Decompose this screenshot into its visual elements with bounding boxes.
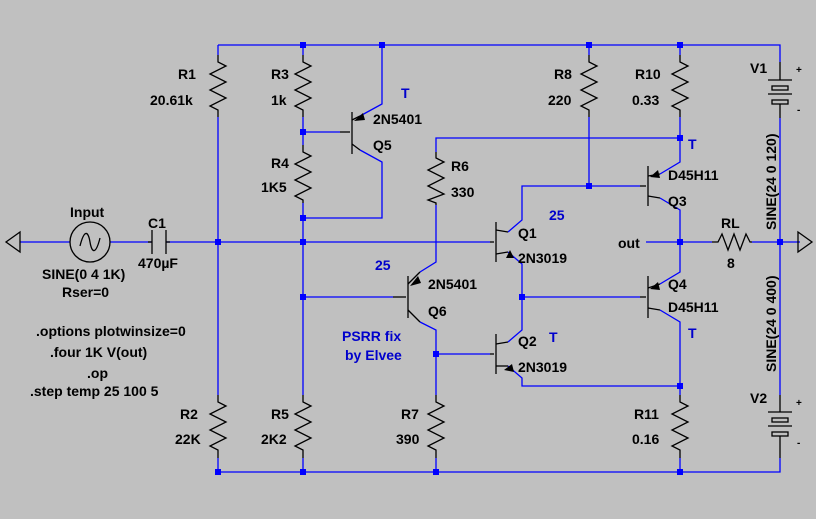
- transistor-q6: [393, 271, 421, 323]
- q2-temp: T: [549, 329, 558, 345]
- directive-op: .op: [87, 365, 108, 381]
- c1-value: 470µF: [138, 255, 178, 271]
- net-label-out: out: [618, 235, 640, 251]
- directive-step: .step temp 25 100 5: [30, 383, 159, 399]
- resistor-r7: [426, 395, 446, 458]
- r4-value: 1K5: [261, 179, 287, 195]
- q3-model: D45H11: [668, 167, 719, 183]
- q1-temp: 25: [549, 207, 565, 223]
- resistor-r1: [208, 55, 228, 117]
- v1-value: SINE(24 0 120): [763, 134, 779, 231]
- v2-name: V2: [750, 390, 767, 406]
- rl-name: RL: [721, 215, 740, 231]
- q2-name: Q2: [518, 333, 537, 349]
- r2-value: 22K: [175, 431, 201, 447]
- input-value: SINE(0 4 1K): [42, 266, 125, 282]
- v1-name: V1: [750, 60, 767, 76]
- r4-name: R4: [271, 155, 289, 171]
- r5-value: 2K2: [261, 431, 287, 447]
- v1-minus-sign: -: [797, 105, 800, 116]
- q4-name: Q4: [668, 276, 687, 292]
- component-labels: R1 20.61k R3 1k R4 1K5 R2 22K R5 2K2 R6 …: [42, 60, 779, 447]
- r10-name: R10: [635, 66, 661, 82]
- r2-name: R2: [180, 406, 198, 422]
- q5-name: Q5: [373, 137, 392, 153]
- r5-name: R5: [271, 406, 289, 422]
- v2-minus-sign: -: [797, 438, 800, 449]
- resistor-r10: [670, 55, 690, 117]
- r7-value: 390: [396, 431, 420, 447]
- transistor-q5: [340, 112, 365, 154]
- q4-model: D45H11: [668, 299, 719, 315]
- directive-options: .options plotwinsize=0: [36, 323, 186, 339]
- q3-name: Q3: [668, 193, 687, 209]
- v2-plus-sign: +: [796, 398, 802, 409]
- r1-value: 20.61k: [150, 92, 193, 108]
- q4-temp: T: [688, 325, 697, 341]
- junction-dots: [215, 42, 783, 475]
- v2-value: SINE(24 0 400): [763, 276, 779, 373]
- transistor-q3: [640, 166, 661, 206]
- input-rser: Rser=0: [62, 284, 109, 300]
- q5-temp: T: [401, 85, 410, 101]
- transistor-q1: [490, 222, 514, 262]
- q1-model: 2N3019: [518, 250, 567, 266]
- resistor-r3: [293, 55, 313, 117]
- r6-value: 330: [451, 184, 475, 200]
- c1-name: C1: [148, 215, 166, 231]
- capacitor-c1: [148, 230, 170, 254]
- resistor-r4: [293, 145, 313, 203]
- input-name: Input: [70, 204, 105, 220]
- directive-four: .four 1K V(out): [50, 344, 147, 360]
- psrr-annotation-line1: PSRR fix: [342, 328, 401, 344]
- rl-value: 8: [727, 255, 735, 271]
- resistor-r2: [208, 395, 228, 458]
- r7-name: R7: [401, 406, 419, 422]
- battery-v2: [768, 395, 792, 458]
- q6-temp: 25: [375, 257, 391, 273]
- v1-plus-sign: +: [796, 65, 802, 76]
- r8-name: R8: [554, 66, 572, 82]
- q3-temp: T: [688, 136, 697, 152]
- transistor-q4: [640, 276, 661, 318]
- resistor-rl: [712, 232, 752, 252]
- r6-name: R6: [451, 158, 469, 174]
- r10-value: 0.33: [632, 92, 659, 108]
- resistor-r5: [293, 395, 313, 458]
- q6-model: 2N5401: [428, 276, 477, 292]
- output-port-symbol: [797, 230, 814, 254]
- q1-name: Q1: [518, 225, 537, 241]
- input-source-symbol: [4, 221, 111, 263]
- r3-name: R3: [271, 66, 289, 82]
- battery-v1: [768, 62, 792, 118]
- psrr-annotation-line2: by Elvee: [345, 347, 402, 363]
- transistor-q2: [490, 334, 514, 374]
- resistor-r8: [579, 55, 599, 117]
- r1-name: R1: [178, 66, 196, 82]
- q5-model: 2N5401: [373, 111, 422, 127]
- spice-directives: .options plotwinsize=0 .four 1K V(out) .…: [30, 323, 186, 399]
- r11-value: 0.16: [632, 431, 659, 447]
- q6-name: Q6: [428, 303, 447, 319]
- r3-value: 1k: [271, 92, 287, 108]
- r11-name: R11: [634, 406, 659, 422]
- q2-model: 2N3019: [518, 359, 567, 375]
- resistor-r11: [670, 395, 690, 458]
- r8-value: 220: [548, 92, 572, 108]
- resistor-r6: [426, 152, 446, 205]
